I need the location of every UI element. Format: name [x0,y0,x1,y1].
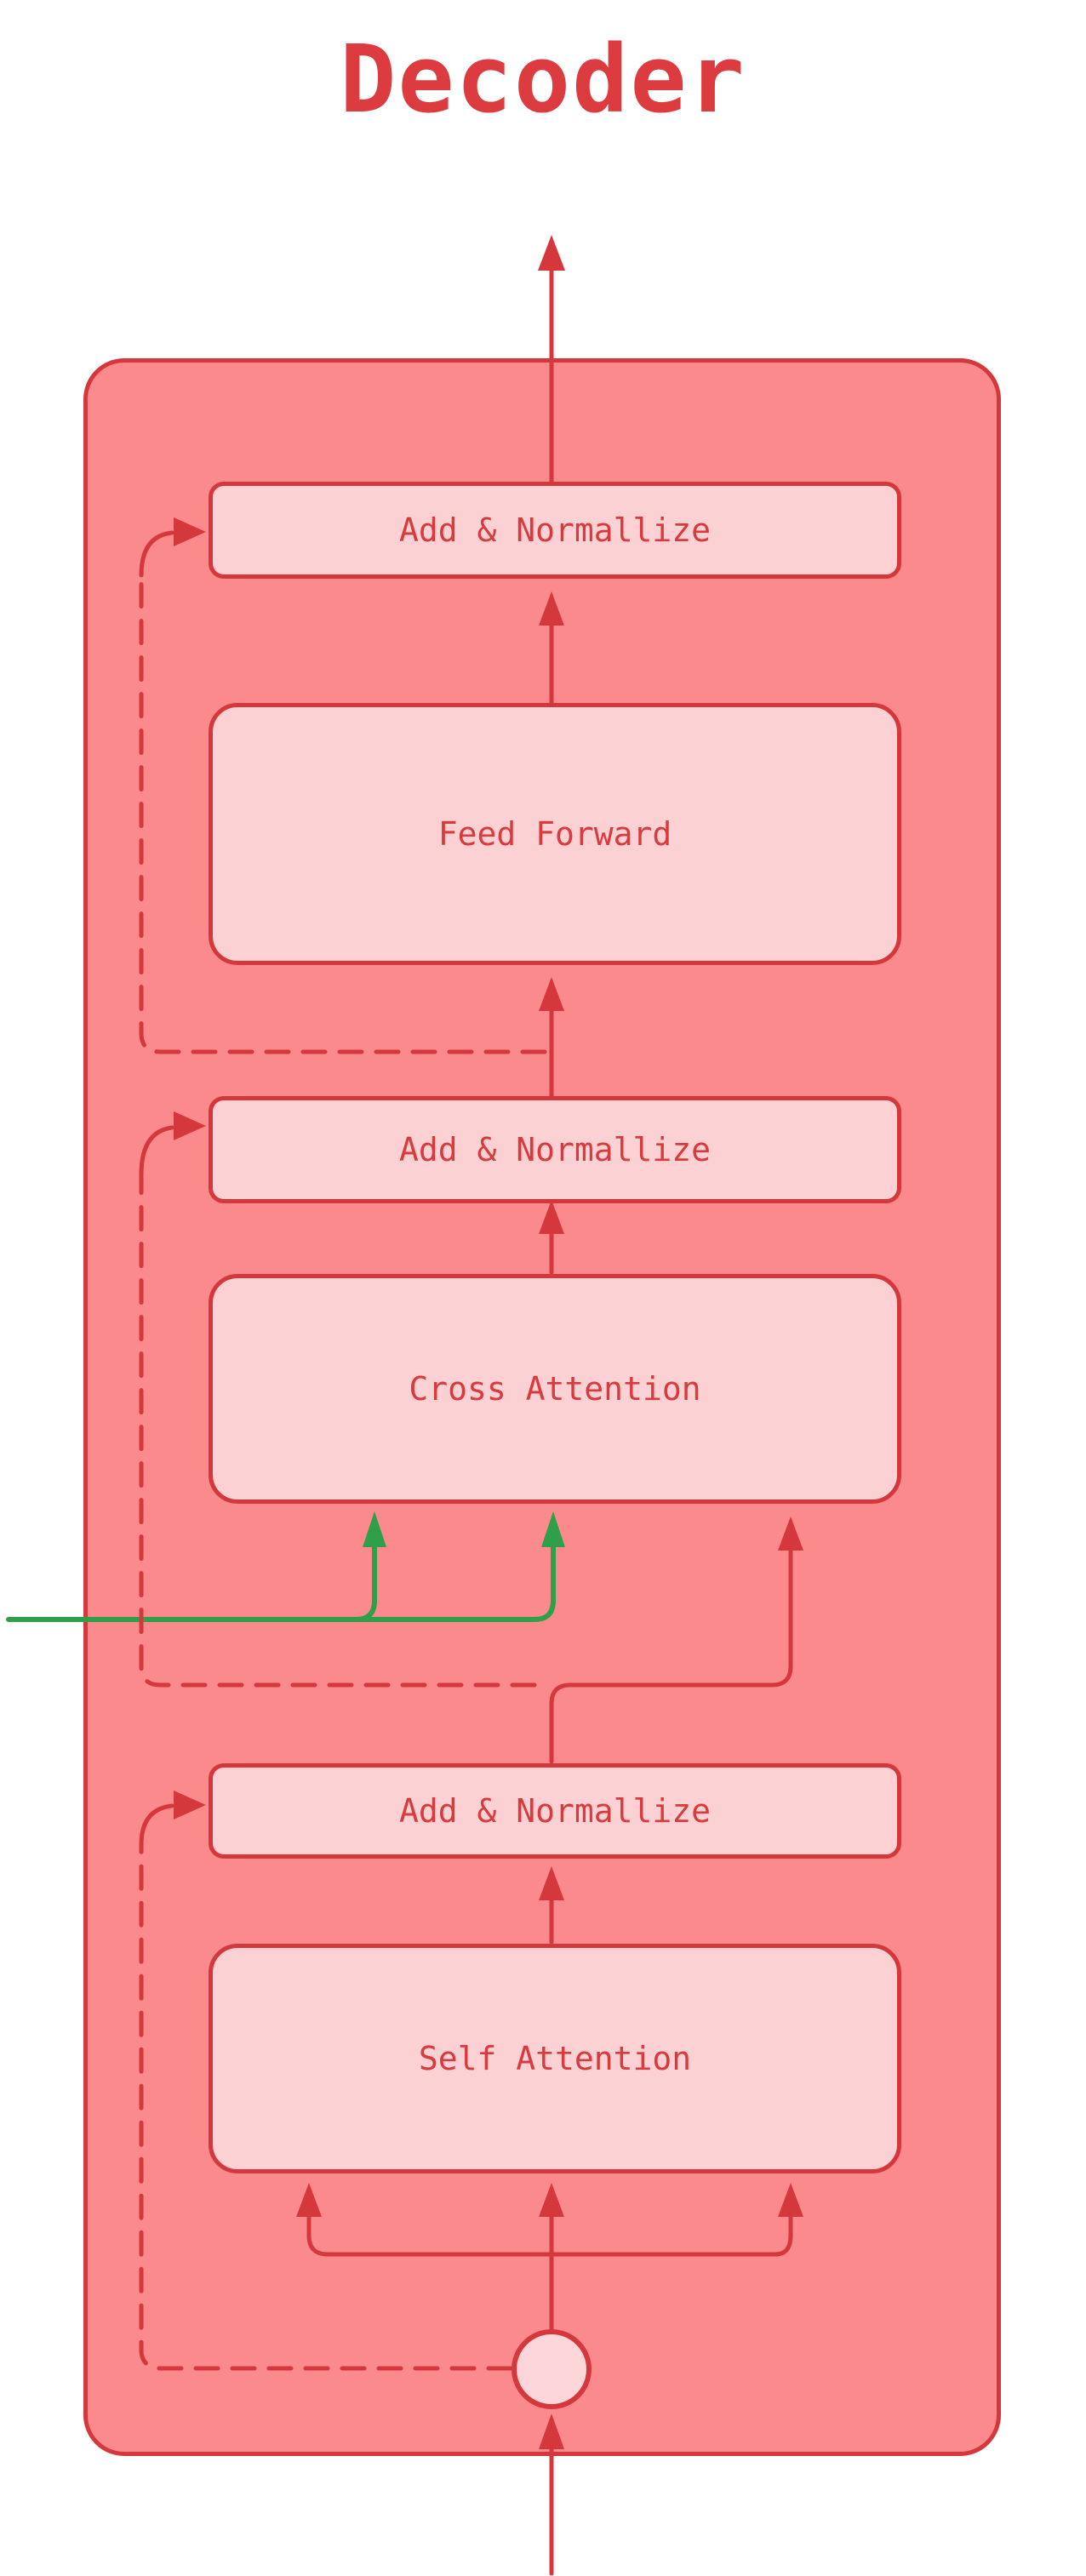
residual-skip-1-dashed-path [139,573,547,1054]
block-add-normalize-top: Add & Normallize [209,482,901,579]
encoder-arrowhead-right [541,1511,565,1547]
addnorm-to-crossattention-right-path [549,1546,793,1764]
crossattention-right-arrowhead [778,1516,803,1551]
block-add-normalize-bottom: Add & Normallize [209,1763,901,1859]
block-add-normalize-mid: Add & Normallize [209,1096,901,1203]
block-add-normalize-mid-label: Add & Normallize [398,1131,712,1168]
selfattention-input-branch-path [306,2214,793,2257]
addnorm-to-feedforward-arrowhead [539,977,564,1011]
block-add-normalize-bottom-label: Add & Normallize [398,1792,712,1830]
residual-skip-2-arrow-tail [139,1125,174,1177]
encoder-input-line [6,1545,556,1622]
diagram-title: Decoder [340,25,746,134]
crossattention-to-addnorm-arrowhead [539,1200,564,1234]
residual-skip-3-arrowhead [174,1791,206,1819]
residual-skip-3-arrow-tail [139,1803,174,1848]
block-cross-attention: Cross Attention [209,1274,901,1504]
residual-junction-circle [512,2329,592,2409]
selfattention-to-addnorm-arrowhead [539,1866,564,1900]
block-self-attention: Self Attention [209,1944,901,2173]
residual-skip-1-arrow-tail [139,530,174,578]
selfattention-right-arrowhead [778,2183,803,2217]
block-feed-forward-label: Feed Forward [437,815,672,853]
block-self-attention-label: Self Attention [418,2040,692,2077]
block-cross-attention-label: Cross Attention [409,1370,701,1408]
encoder-input-branch [353,1545,377,1622]
residual-skip-1-arrowhead [174,517,206,546]
block-feed-forward: Feed Forward [209,703,901,965]
residual-skip-2-dashed-path [139,1172,537,1688]
feedforward-to-addnorm-arrowhead [539,591,564,625]
block-add-normalize-top-label: Add & Normallize [398,511,712,549]
selfattention-left-arrowhead [296,2183,322,2217]
encoder-arrowhead-left [363,1511,386,1547]
residual-skip-3-dashed-path [139,1842,513,2371]
selfattention-center-arrowhead [539,2183,564,2217]
decoder-output-arrowhead [538,235,565,271]
decoder-input-arrowhead [539,2413,564,2449]
residual-skip-2-arrowhead [174,1111,206,1140]
